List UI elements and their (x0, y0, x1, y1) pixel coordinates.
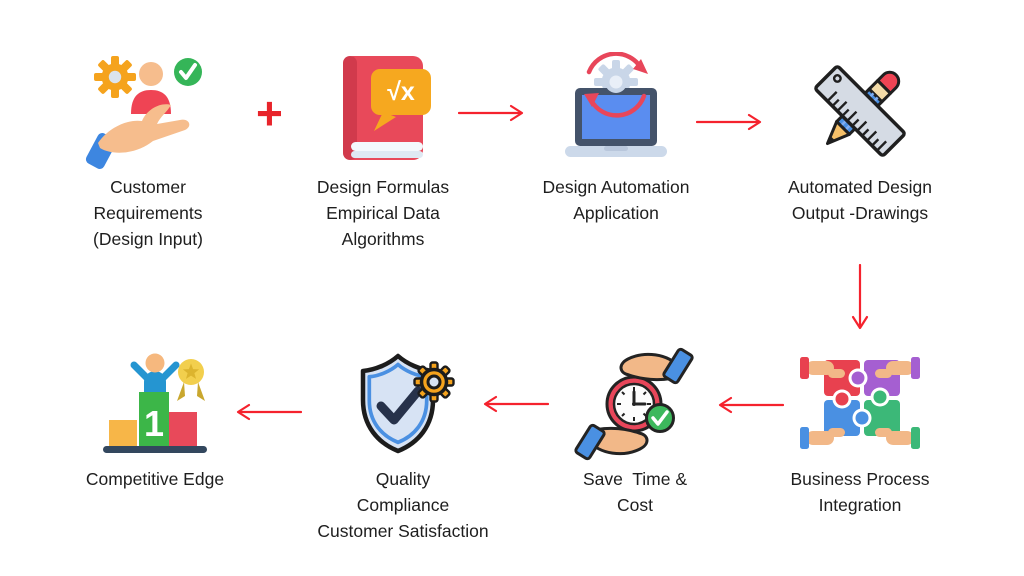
label-line: Design Formulas (316, 177, 450, 197)
icon-box (572, 342, 698, 464)
label-line: Automated Design (788, 177, 932, 197)
ruler-pencil-icon (814, 65, 906, 157)
icon-box (344, 342, 462, 464)
icon-box: 1 (93, 342, 217, 464)
node-design-formulas: √x Design Formulas Empirical Data Algori… (273, 50, 493, 252)
icon-box: √x (327, 50, 439, 172)
node-label: Customer Requirements (Design Input) (93, 174, 203, 252)
label-line: Quality (375, 469, 431, 489)
hand-person-gear-check-icon (85, 56, 202, 169)
label-line: Application (573, 203, 659, 223)
label-line: Output -Drawings (791, 203, 929, 223)
clock-hands-check-icon (574, 347, 694, 461)
arrow-formulas-to-application (458, 104, 524, 122)
label-line: (Design Input) (93, 229, 203, 249)
puzzle-hands-icon (800, 357, 920, 449)
label-line: Customer (110, 177, 186, 197)
icon-box (85, 50, 211, 172)
node-label: Quality Compliance Customer Satisfaction (317, 466, 488, 544)
plus-operator: + (256, 87, 283, 139)
label-line: Algorithms (341, 229, 425, 249)
label-line: Integration (818, 495, 902, 515)
laptop-gear-sync-icon (565, 52, 667, 157)
icon-box (803, 50, 917, 172)
node-label: Business Process Integration (790, 466, 929, 518)
arrow-integration-to-savings (718, 396, 784, 414)
node-customer-requirements: Customer Requirements (Design Input) (38, 50, 258, 252)
node-label: Automated Design Output -Drawings (788, 174, 932, 226)
podium-rank-number: 1 (144, 403, 164, 444)
node-quality-compliance: Quality Compliance Customer Satisfaction (288, 342, 518, 544)
label-line: Business Process (790, 469, 930, 489)
arrow-savings-to-quality (483, 395, 549, 413)
arrow-application-to-output (696, 113, 762, 131)
node-design-automation-application: Design Automation Application (506, 50, 726, 226)
shield-check-gear-icon (360, 353, 455, 454)
node-business-process-integration: Business Process Integration (745, 342, 975, 518)
arrow-output-to-integration (851, 264, 869, 330)
winner-podium-medal-icon: 1 (103, 353, 207, 453)
label-line: Design Automation (542, 177, 690, 197)
label-line: Competitive Edge (85, 469, 225, 489)
node-automated-design-output: Automated Design Output -Drawings (750, 50, 970, 226)
arrow-quality-to-edge (236, 403, 302, 421)
label-line: Save Time & (582, 469, 688, 489)
node-label: Save Time & Cost (583, 466, 687, 518)
icon-box (796, 342, 924, 464)
icon-box (551, 50, 681, 172)
label-line: Requirements (93, 203, 203, 223)
label-line: Compliance (356, 495, 450, 515)
node-label: Design Formulas Empirical Data Algorithm… (317, 174, 449, 252)
node-save-time-cost: Save Time & Cost (520, 342, 750, 518)
label-line: Empirical Data (326, 203, 440, 223)
node-competitive-edge: 1 Competitive Edge (40, 342, 270, 492)
node-label: Competitive Edge (86, 466, 224, 492)
label-line: Customer Satisfaction (317, 521, 489, 541)
formula-book-icon: √x (343, 56, 431, 160)
node-label: Design Automation Application (543, 174, 690, 226)
sqrt-x-formula: √x (387, 78, 415, 106)
label-line: Cost (617, 495, 653, 515)
